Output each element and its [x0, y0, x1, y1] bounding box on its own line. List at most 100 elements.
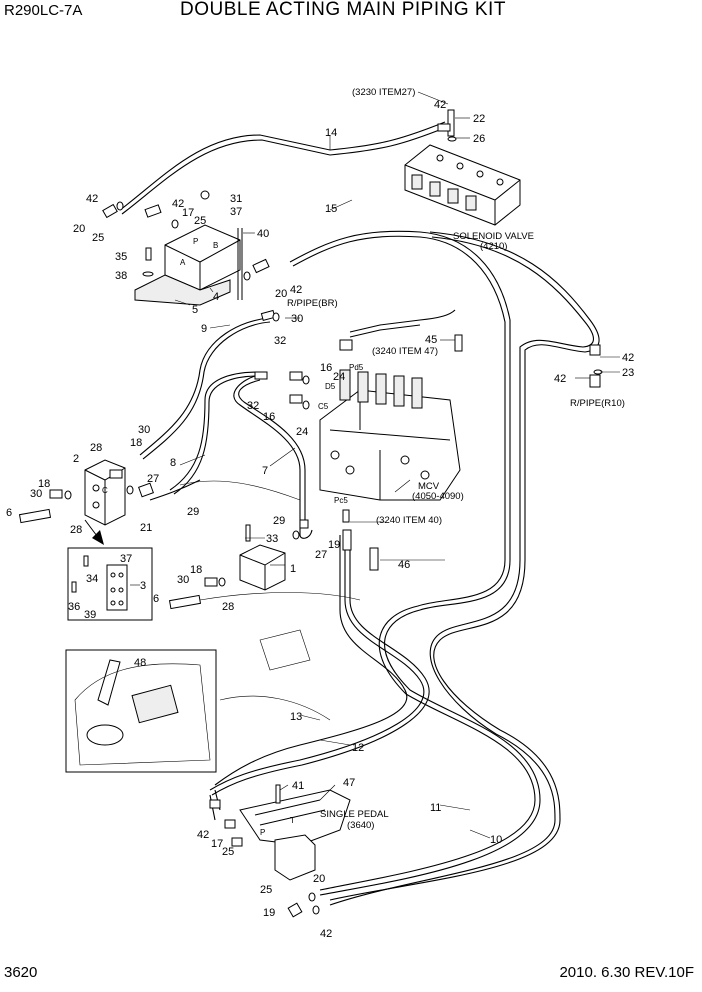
- callout-28c: 28: [222, 601, 234, 613]
- callout-30: 30: [138, 424, 150, 436]
- port-c-block2: C: [102, 486, 108, 495]
- callout-4: 4: [213, 291, 219, 303]
- callout-33: 33: [266, 533, 278, 545]
- callout-31: 31: [230, 193, 242, 205]
- port-b: B: [213, 241, 218, 250]
- callout-38: 38: [115, 270, 127, 282]
- callout-36: 36: [68, 601, 80, 613]
- callout-34: 34: [86, 573, 98, 585]
- callout-48: 48: [134, 657, 146, 669]
- callout-16b: 16: [263, 411, 275, 423]
- callout-29b: 29: [273, 515, 285, 527]
- pipe-right-loop: [329, 231, 600, 906]
- elbow-pd5: [339, 339, 353, 351]
- bolt-33: [245, 524, 251, 542]
- callout-27: 27: [147, 473, 159, 485]
- rpipe-r10-label: R/PIPE(R10): [570, 398, 625, 409]
- mcv-label: MCV: [418, 481, 440, 492]
- cab-inset: [65, 649, 217, 773]
- callout-9: 9: [201, 323, 207, 335]
- pipe-13: [214, 535, 408, 786]
- callout-28: 28: [90, 442, 102, 454]
- callout-25c: 25: [222, 846, 234, 858]
- callout-15: 15: [325, 203, 337, 215]
- solenoid-valve: [404, 109, 521, 226]
- callout-24: 24: [333, 371, 345, 383]
- callout-39: 39: [84, 609, 96, 621]
- pipe-9: [139, 317, 271, 460]
- callout-8: 8: [170, 457, 176, 469]
- callout-42b: 42: [172, 198, 184, 210]
- callout-6b: 6: [153, 593, 159, 605]
- callout-46: 46: [398, 559, 410, 571]
- page-number: 3620: [4, 964, 38, 981]
- callout-19: 19: [328, 539, 340, 551]
- port-pd5: Pd5: [349, 363, 364, 372]
- callout-20: 20: [73, 223, 85, 235]
- callout-5: 5: [192, 304, 198, 316]
- joystick-icon: [97, 659, 121, 706]
- callout-14: 14: [325, 127, 337, 139]
- port-p-pedal: P: [260, 828, 265, 837]
- callout-1: 1: [290, 563, 296, 575]
- port-t: T: [290, 816, 295, 825]
- callout-19b: 19: [263, 907, 275, 919]
- callout-7: 7: [262, 465, 268, 477]
- callout-27b: 27: [315, 549, 327, 561]
- fittings: [18, 123, 603, 918]
- callout-10: 10: [490, 834, 502, 846]
- callout-42d: 42: [434, 99, 446, 111]
- callout-40: 40: [257, 228, 269, 240]
- callout-42f: 42: [554, 373, 566, 385]
- callout-21: 21: [140, 522, 152, 534]
- callout-16: 16: [320, 362, 332, 374]
- bolt-41: [275, 784, 281, 804]
- pipe-14: [119, 121, 448, 215]
- callout-20b: 20: [275, 288, 287, 300]
- pipe-7: [233, 374, 306, 520]
- callout-26: 26: [473, 133, 485, 145]
- port-a: A: [180, 258, 186, 267]
- callout-12: 12: [352, 742, 364, 754]
- callout-23: 23: [622, 367, 634, 379]
- callout-18c: 18: [190, 564, 202, 576]
- mcv-code: (4050-4090): [412, 491, 464, 502]
- port-pc5: Pc5: [334, 496, 348, 505]
- callout-45: 45: [425, 334, 437, 346]
- pipe-mcv-top: [349, 309, 456, 338]
- port-c5: C5: [318, 402, 329, 411]
- callout-37: 37: [230, 206, 242, 218]
- pipe-12: [209, 535, 430, 796]
- ref-3230: (3230 ITEM27): [352, 87, 415, 98]
- callout-32: 32: [274, 335, 286, 347]
- switch-panel-48: [131, 684, 179, 724]
- leader-lines: [130, 91, 620, 839]
- callout-42a: 42: [86, 193, 98, 205]
- callout-30b: 30: [30, 488, 42, 500]
- mcv-body: [319, 334, 463, 571]
- model-label: R290LC-7A: [4, 2, 83, 19]
- ref-3240-47: (3240 ITEM 47): [372, 346, 438, 357]
- callout-47: 47: [343, 777, 355, 789]
- port-p: P: [193, 237, 198, 246]
- pressure-switch-45: [454, 334, 463, 352]
- pipe-8: [169, 371, 259, 495]
- callout-29: 29: [187, 506, 199, 518]
- plate-3: [106, 564, 128, 611]
- callout-28b: 28: [70, 524, 82, 536]
- solenoid-valve-label: SOLENOID VALVE: [453, 231, 534, 242]
- callout-numbers: 1 2 3 4 5 6 6 7 8 9 10 11 12 13 14 15 16…: [6, 99, 634, 940]
- rpipe-br-label: R/PIPE(BR): [287, 298, 338, 309]
- single-pedal: [239, 784, 351, 881]
- single-pedal-label: SINGLE PEDAL: [320, 809, 389, 820]
- callout-35: 35: [115, 251, 127, 263]
- callout-25d: 25: [260, 884, 272, 896]
- callout-11: 11: [430, 802, 441, 814]
- callout-20c: 20: [313, 873, 325, 885]
- callout-25: 25: [92, 232, 104, 244]
- callout-25b: 25: [194, 215, 206, 227]
- callout-6: 6: [6, 507, 12, 519]
- machine-outline: [179, 480, 361, 721]
- pressure-switch-46: [369, 547, 379, 571]
